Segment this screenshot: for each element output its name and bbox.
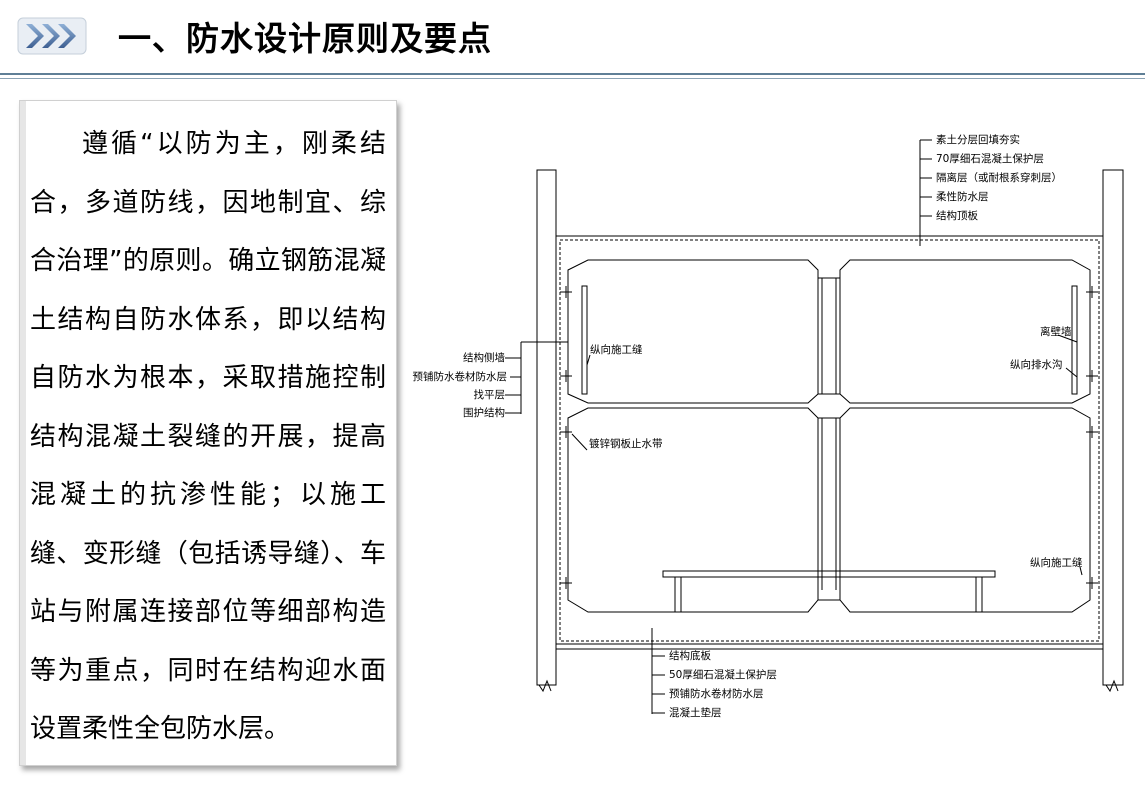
label-base-slab: 结构底板: [669, 649, 711, 662]
principle-text: 遵循“以防为主，刚柔结合，多道防线，因地制宜、综合治理”的原则。确立钢筋混凝土结…: [30, 129, 386, 744]
label-pre-laid-membrane: 预铺防水卷材防水层: [413, 370, 508, 383]
chamber-upper-right: [839, 259, 1091, 404]
title-rule-thin: [0, 78, 1145, 79]
page-title: 一、防水设计原则及要点: [118, 19, 492, 58]
label-drain-channel: 纵向排水沟: [1010, 358, 1063, 371]
retaining-wall-left: [536, 169, 557, 686]
separation-wall-left: [581, 285, 588, 395]
panel-accent: [20, 101, 26, 765]
label-isolation: 隔离层（或耐根系穿刺层）: [936, 171, 1062, 184]
label-backfill: 素土分层回填夯实: [936, 133, 1020, 146]
label-concrete-cushion: 混凝土垫层: [669, 706, 722, 719]
label-roof-slab: 结构顶板: [936, 209, 978, 222]
label-protect-70: 70厚细石混凝土保护层: [936, 152, 1044, 165]
label-side-wall: 结构侧墙: [463, 351, 505, 364]
chamber-upper-left: [567, 259, 819, 404]
platform: [662, 570, 996, 578]
label-protect-50: 50厚细石混凝土保护层: [669, 668, 777, 681]
waterproofing-section-diagram: 素土分层回填夯实 70厚细石混凝土保护层 隔离层（或耐根系穿刺层） 柔性防水层 …: [413, 133, 1124, 719]
label-long-joint-right: 纵向施工缝: [1030, 556, 1083, 569]
label-pre-laid-membrane-bottom: 预铺防水卷材防水层: [669, 687, 764, 700]
label-retaining: 围护结构: [463, 406, 505, 419]
label-long-joint-left: 纵向施工缝: [590, 343, 643, 356]
label-separation-wall: 离壁墙: [1040, 325, 1072, 338]
label-flexible-membrane: 柔性防水层: [936, 190, 989, 203]
title-rule: [0, 73, 1145, 75]
chevron-arrows-icon: [17, 17, 87, 55]
retaining-wall-right: [1102, 169, 1124, 686]
label-leveling: 找平层: [474, 388, 506, 401]
structure-outline: [555, 235, 1104, 650]
label-waterstop: 镀锌钢板止水带: [589, 437, 663, 450]
chamber-lower-right: [839, 407, 1091, 613]
joint-markers: [560, 286, 1098, 589]
principle-text-panel: 遵循“以防为主，刚柔结合，多道防线，因地制宜、综合治理”的原则。确立钢筋混凝土结…: [19, 100, 397, 766]
